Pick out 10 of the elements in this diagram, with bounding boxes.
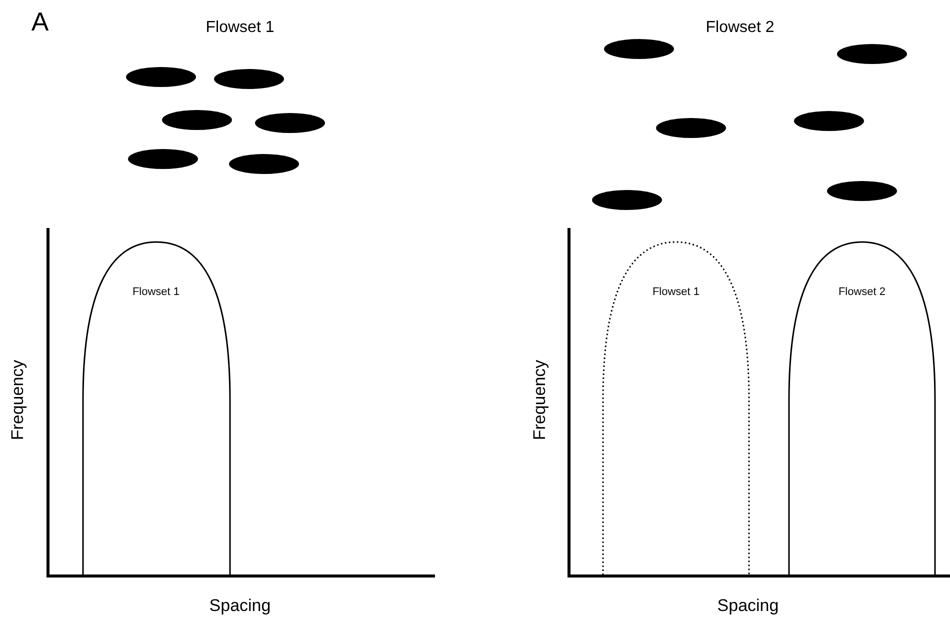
panel-title: Flowset 1 bbox=[206, 19, 274, 37]
panel-title: Flowset 2 bbox=[706, 19, 774, 37]
curve-label: Flowset 2 bbox=[838, 286, 886, 298]
curve-label: Flowset 1 bbox=[132, 286, 180, 298]
panel-label: A bbox=[31, 6, 49, 38]
axis-title: Spacing bbox=[717, 596, 779, 616]
curve-label: Flowset 1 bbox=[652, 286, 700, 298]
axis-title: Frequency bbox=[530, 360, 550, 440]
axis-title: Spacing bbox=[209, 596, 271, 616]
axis-title: Frequency bbox=[8, 360, 28, 440]
